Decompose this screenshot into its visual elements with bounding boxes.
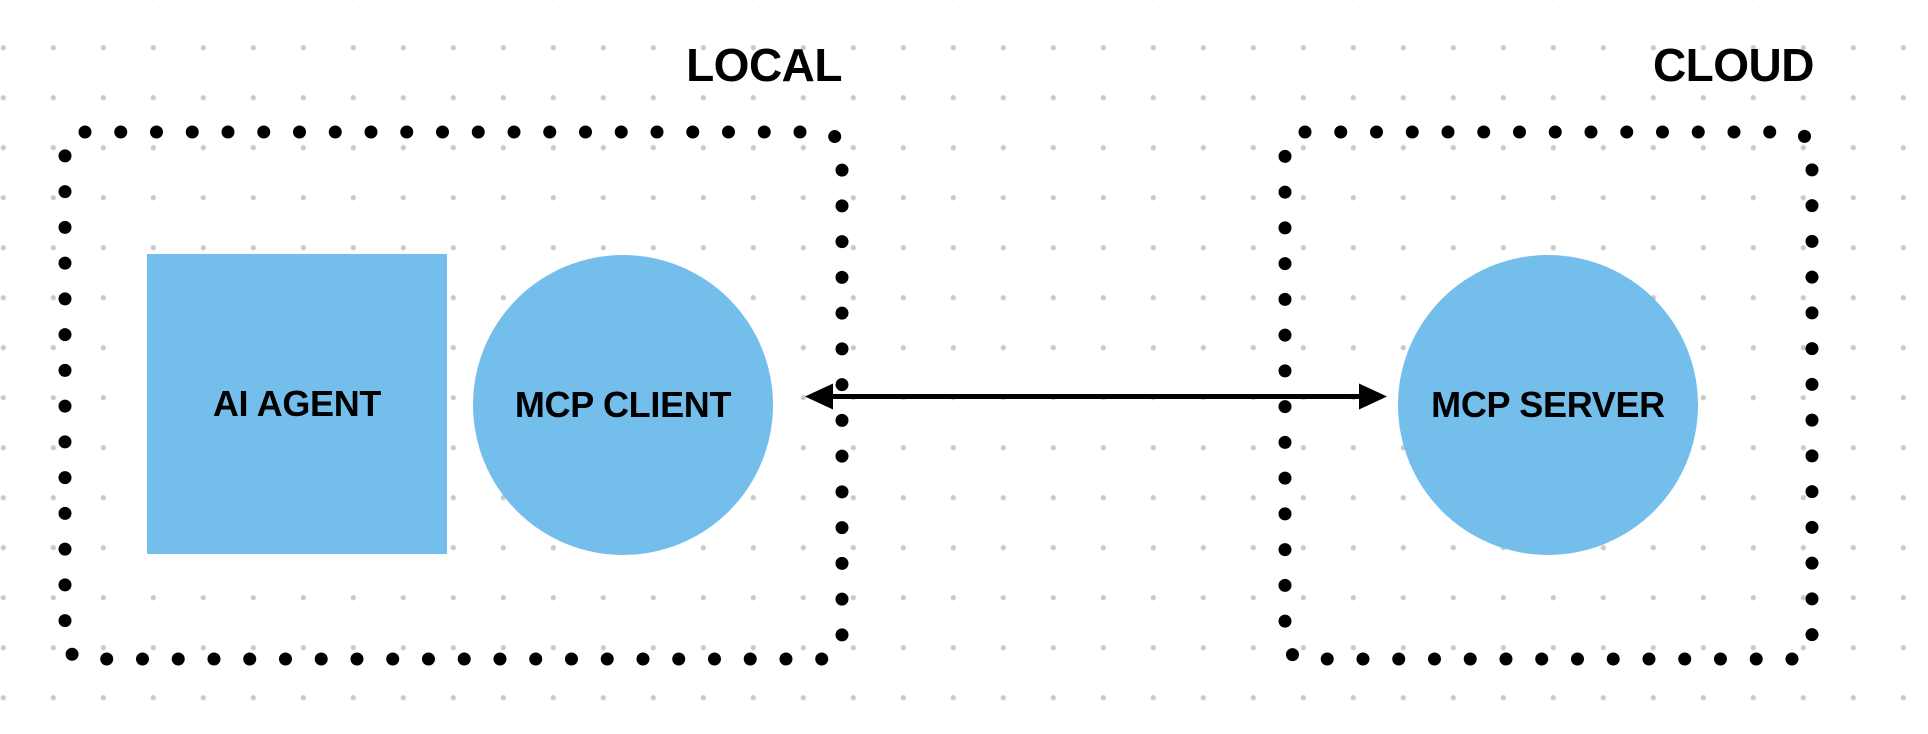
cloud-group-label: CLOUD: [1652, 39, 1815, 91]
ai-agent-node: AI AGENT: [147, 254, 447, 554]
mcp-server-node-label: MCP SERVER: [1431, 384, 1665, 425]
mcp-client-node: MCP CLIENT: [473, 255, 773, 555]
local-group-label: LOCAL: [686, 39, 842, 91]
connection-arrow: [805, 383, 1387, 410]
mcp-server-node: MCP SERVER: [1398, 255, 1698, 555]
connection-arrowhead-left-icon: [805, 383, 833, 410]
ai-agent-node-label: AI AGENT: [212, 383, 382, 424]
mcp-client-node-label: MCP CLIENT: [514, 384, 732, 425]
connection-arrowhead-right-icon: [1359, 383, 1387, 410]
